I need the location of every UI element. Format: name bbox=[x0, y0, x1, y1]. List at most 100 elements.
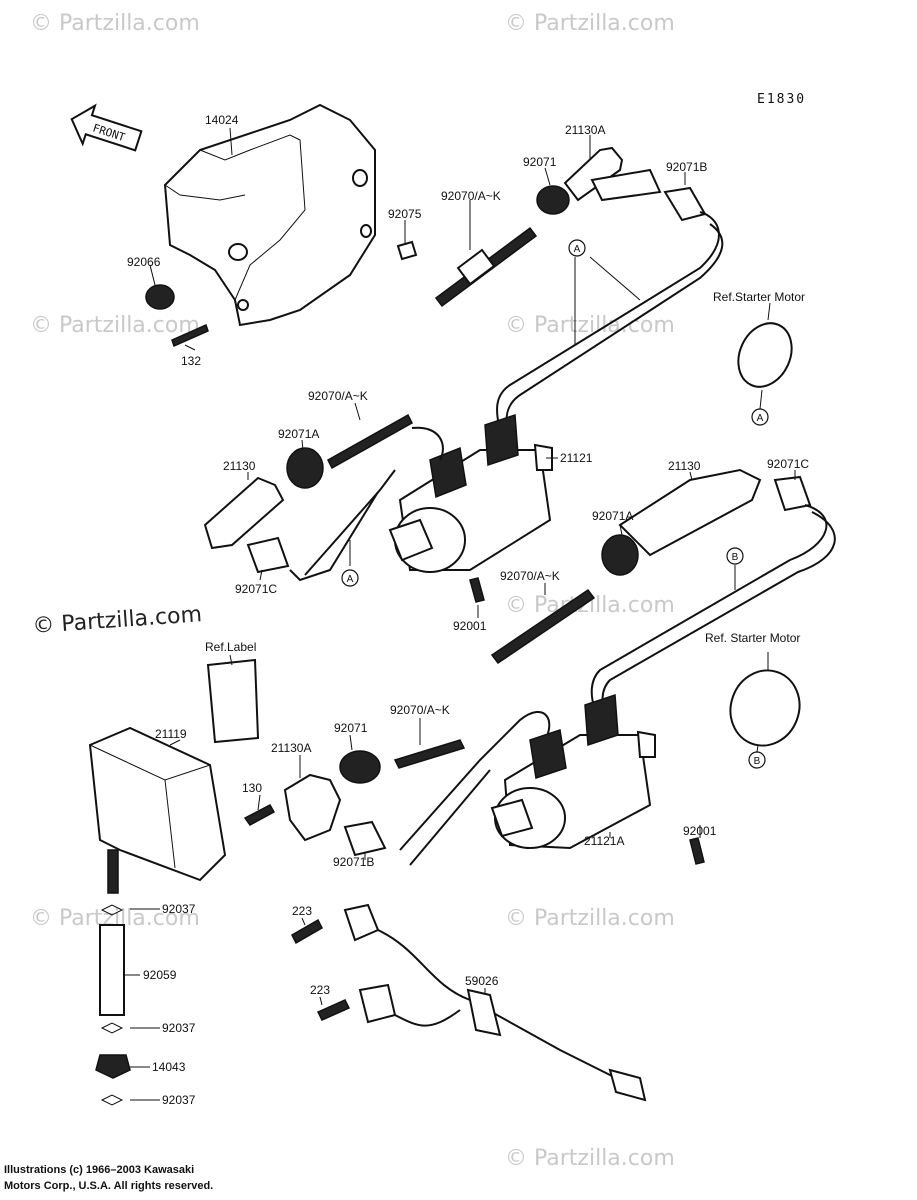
spark-plug-low bbox=[393, 739, 466, 769]
part-number: 92037 bbox=[162, 902, 196, 916]
plug-cap-21130-right bbox=[618, 468, 762, 557]
part-number: 92071 bbox=[334, 721, 368, 735]
bolt-130 bbox=[243, 804, 276, 826]
part-number: 92071B bbox=[333, 855, 374, 869]
cap-92071A-right bbox=[601, 534, 639, 576]
marker-a-top-label: A bbox=[574, 244, 581, 255]
part-number: 132 bbox=[181, 354, 201, 368]
watermark: © Partzilla.com bbox=[505, 1146, 675, 1171]
plug-cap-tube-top bbox=[590, 168, 662, 202]
part-number: 92037 bbox=[162, 1021, 196, 1035]
part-number: 92071A bbox=[592, 509, 633, 523]
watermark: © Partzilla.com bbox=[505, 313, 675, 338]
part-number: 92037 bbox=[162, 1093, 196, 1107]
marker-a-top bbox=[568, 239, 586, 257]
part-number: 92066 bbox=[127, 255, 161, 269]
hv-wire-bottom-left-outline bbox=[409, 769, 491, 866]
clamp-92037-a bbox=[100, 904, 124, 916]
marker-b-starter-label: B bbox=[754, 756, 761, 767]
ref-label-text: Ref.Label bbox=[205, 640, 256, 654]
part-number: 21121 bbox=[560, 451, 593, 465]
part-number: 14043 bbox=[152, 1060, 186, 1074]
part-number: 92075 bbox=[388, 207, 422, 221]
watermark: © Partzilla.com bbox=[30, 11, 200, 36]
pad-92075 bbox=[396, 240, 418, 261]
marker-a-left-label: A bbox=[347, 574, 354, 585]
hv-wire-left bbox=[304, 426, 444, 576]
hv-wire-upper bbox=[496, 211, 720, 431]
ref-starter-motor-a: Ref.Starter Motor bbox=[713, 290, 805, 304]
part-number: 59026 bbox=[465, 974, 499, 988]
harness-59026 bbox=[291, 903, 647, 1102]
part-number: 21130A bbox=[271, 741, 311, 755]
part-number: 21121A bbox=[584, 834, 624, 848]
cap-92071-low bbox=[339, 750, 381, 784]
part-number: 92071 bbox=[523, 155, 557, 169]
ring-starter-a bbox=[737, 322, 793, 388]
part-number: 14024 bbox=[205, 113, 239, 127]
hv-wire-left-lower bbox=[289, 491, 379, 582]
part-number: 223 bbox=[292, 904, 312, 918]
plug-cap-21130A-top bbox=[563, 146, 624, 202]
part-number: 92071A bbox=[278, 427, 319, 441]
marker-a-starter-label: A bbox=[757, 413, 764, 424]
ring-starter-b bbox=[729, 669, 801, 747]
marker-b-mid bbox=[726, 547, 744, 565]
part-number: 92070/A~K bbox=[500, 569, 560, 583]
front-arrow-icon: FRONT bbox=[70, 103, 143, 152]
spark-plug-top bbox=[434, 226, 538, 308]
cap-92071B-top bbox=[663, 186, 707, 222]
watermark: © Partzilla.com bbox=[505, 11, 675, 36]
ignition-coil-21121 bbox=[388, 413, 553, 573]
watermark-main: © Partzilla.com bbox=[32, 602, 203, 639]
valve-14043 bbox=[95, 1054, 131, 1079]
clamp-92037-c bbox=[100, 1094, 124, 1106]
copyright-line2: Motors Corp., U.S.A. All rights reserved… bbox=[4, 1180, 213, 1192]
marker-a-left bbox=[341, 569, 359, 587]
grommet-92066 bbox=[145, 284, 175, 310]
part-number: 92071C bbox=[767, 457, 809, 471]
watermark-layer: © Partzilla.com © Partzilla.com © Partzi… bbox=[30, 11, 675, 1171]
diagram-code: E1830 bbox=[757, 92, 806, 107]
spark-plug-mid bbox=[327, 413, 413, 470]
hose-92059 bbox=[99, 924, 125, 1016]
part-number: 21119 bbox=[155, 727, 187, 741]
cap-92071B-low bbox=[343, 820, 387, 857]
cap-92071C-left bbox=[246, 536, 290, 574]
spark-plug-right bbox=[490, 588, 596, 665]
ignition-coil-21121A bbox=[490, 693, 656, 850]
clamp-92037-b bbox=[100, 1022, 124, 1034]
plug-cap-21130-left bbox=[203, 476, 285, 550]
igniter-21119 bbox=[88, 726, 227, 894]
part-number: 92071C bbox=[235, 582, 277, 596]
cap-92071A-left bbox=[286, 447, 324, 489]
part-number: 92001 bbox=[453, 619, 487, 633]
ref-starter-motor-b: Ref. Starter Motor bbox=[705, 631, 800, 645]
cap-92071C-right bbox=[773, 475, 812, 512]
part-number: 92070/A~K bbox=[308, 389, 368, 403]
watermark: © Partzilla.com bbox=[30, 313, 200, 338]
part-number: 92070/A~K bbox=[441, 189, 501, 203]
part-number: 92071B bbox=[666, 160, 707, 174]
marker-b-mid-label: B bbox=[732, 552, 739, 563]
ref-label-box bbox=[206, 658, 260, 744]
part-number: 130 bbox=[242, 781, 262, 795]
part-number: 92059 bbox=[143, 968, 177, 982]
hv-wire-lower bbox=[590, 504, 828, 711]
cap-92071 bbox=[536, 185, 570, 215]
part-number: 21130 bbox=[223, 459, 256, 473]
part-number: 92070/A~K bbox=[390, 703, 450, 717]
part-number: 21130A bbox=[565, 123, 605, 137]
part-number: 21130 bbox=[668, 459, 701, 473]
plug-cap-21130A-low bbox=[283, 773, 342, 842]
watermark: © Partzilla.com bbox=[505, 906, 675, 931]
part-number: 92001 bbox=[683, 824, 717, 838]
leader-lines bbox=[125, 127, 796, 1101]
bolt-92001-low bbox=[689, 837, 705, 865]
bolt-92001-mid bbox=[469, 577, 485, 603]
copyright-line1: Illustrations (c) 1966–2003 Kawasaki bbox=[4, 1164, 194, 1176]
cover-14024 bbox=[163, 103, 376, 327]
bolt-132 bbox=[171, 323, 209, 348]
part-number: 223 bbox=[310, 983, 330, 997]
